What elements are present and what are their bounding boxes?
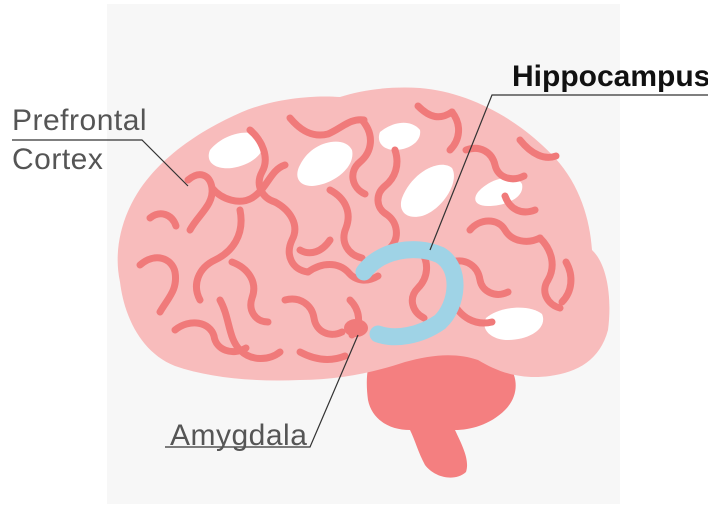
label-hippocampus: Hippocampus xyxy=(512,62,708,92)
label-prefrontal-line1: Prefrontal xyxy=(12,106,147,136)
label-prefrontal-line2: Cortex xyxy=(12,145,103,175)
amygdala-shape xyxy=(344,319,368,337)
cortex xyxy=(118,87,610,380)
label-amygdala: Amygdala xyxy=(170,421,307,451)
